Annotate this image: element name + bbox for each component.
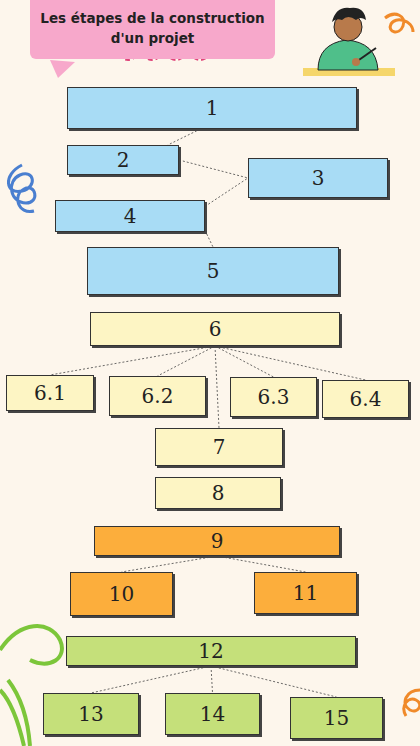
step-number: 6.1 — [34, 381, 66, 405]
title-text: Les étapes de la construction d'un proje… — [40, 10, 264, 46]
step-number: 6 — [209, 317, 222, 341]
step-number: 7 — [213, 435, 226, 459]
step-box: 10 — [70, 572, 173, 616]
dashed-connector — [168, 129, 201, 145]
orange-squiggle — [404, 690, 420, 716]
blue-squiggle — [8, 165, 34, 212]
dashed-connector — [215, 346, 366, 380]
step-number: 1 — [206, 96, 219, 120]
step-box: 11 — [254, 572, 357, 614]
step-box: 14 — [165, 693, 260, 735]
step-box: 2 — [67, 145, 179, 175]
step-box: 5 — [87, 247, 339, 295]
bubble-tail — [50, 60, 75, 78]
step-box: 6 — [90, 312, 340, 346]
step-number: 3 — [312, 166, 325, 190]
step-number: 13 — [78, 702, 103, 726]
step-number: 12 — [198, 639, 223, 663]
step-box: 12 — [66, 636, 356, 666]
dashed-connector — [122, 556, 218, 572]
step-box: 4 — [55, 200, 205, 232]
dashed-connector — [179, 160, 248, 178]
dashed-connector — [50, 346, 215, 375]
dashed-connector — [215, 346, 274, 377]
step-number: 14 — [200, 702, 225, 726]
step-box: 15 — [290, 697, 383, 739]
title-bubble: Les étapes de la construction d'un proje… — [30, 0, 275, 59]
step-number: 4 — [124, 204, 137, 228]
step-box: 6.2 — [109, 376, 206, 416]
step-number: 6.2 — [142, 384, 174, 408]
step-number: 8 — [212, 481, 225, 505]
step-number: 9 — [211, 529, 224, 553]
step-number: 6.4 — [350, 387, 382, 411]
step-box: 9 — [94, 526, 340, 556]
step-box: 6.1 — [6, 375, 94, 411]
step-number: 11 — [293, 581, 318, 605]
step-number: 10 — [109, 582, 134, 606]
step-box: 1 — [67, 87, 357, 129]
step-number: 6.3 — [258, 385, 290, 409]
step-number: 15 — [324, 706, 349, 730]
green-scribble — [0, 680, 30, 746]
dashed-connector — [91, 666, 211, 693]
step-box: 7 — [155, 428, 283, 466]
step-box: 13 — [43, 693, 139, 735]
step-box: 6.3 — [230, 377, 317, 417]
step-box: 6.4 — [322, 380, 409, 418]
step-number: 2 — [117, 148, 130, 172]
dashed-connector — [215, 346, 219, 428]
dashed-connector — [205, 230, 213, 247]
dashed-connector — [211, 666, 213, 693]
dashed-connector — [217, 556, 306, 572]
dashed-connector — [205, 178, 248, 206]
orange-squiggle — [385, 14, 413, 32]
step-number: 5 — [207, 259, 220, 283]
student-illustration — [303, 8, 395, 76]
dashed-connector — [158, 346, 216, 376]
green-scribble — [0, 626, 62, 664]
step-box: 3 — [248, 158, 388, 198]
step-box: 8 — [155, 477, 281, 509]
